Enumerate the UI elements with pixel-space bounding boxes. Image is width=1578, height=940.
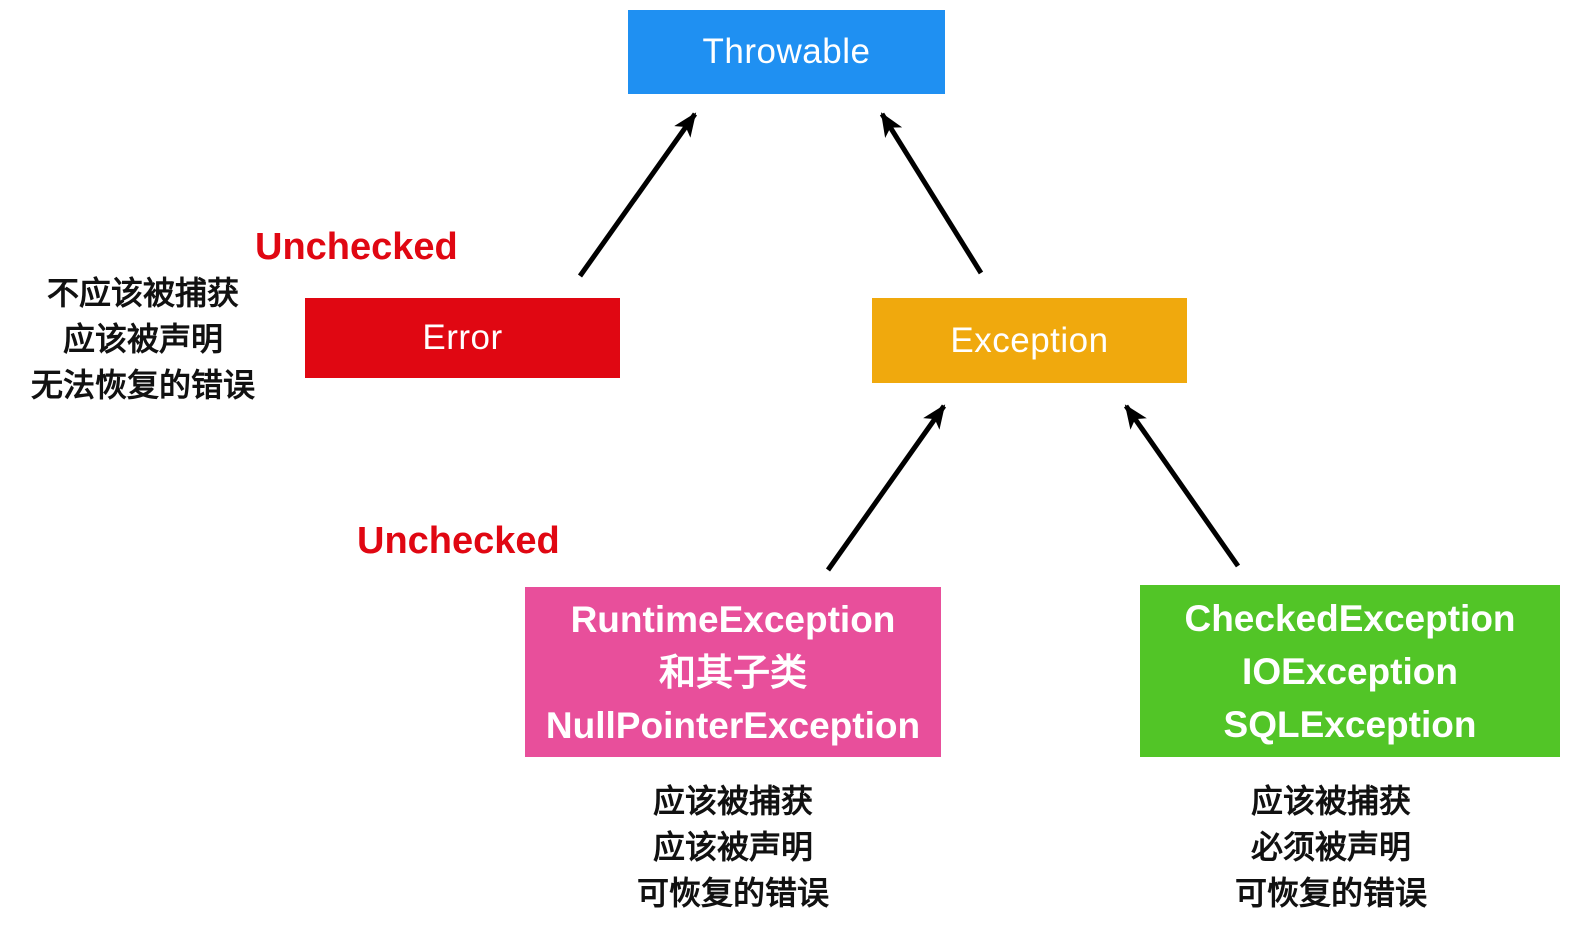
exception-label: Exception [950, 320, 1109, 360]
arrow-exception-to-throwable [879, 112, 984, 275]
checked-exception-line-3: SQLException [1223, 703, 1477, 745]
throwable-label: Throwable [702, 32, 871, 71]
checked-exception-line-1: CheckedException [1184, 597, 1516, 639]
error-notes: 不应该被捕获 应该被声明 无法恢复的错误 [18, 270, 268, 408]
error-note-line-3: 无法恢复的错误 [30, 367, 255, 403]
throwable-node: Throwable [628, 10, 945, 94]
arrow-checked-to-exception [1123, 404, 1241, 568]
error-note-line-1: 不应该被捕获 [46, 275, 239, 311]
runtime-exception-line-1: RuntimeException [570, 598, 896, 640]
exception-node: Exception [872, 298, 1187, 383]
runtime-exception-line-2: 和其子类 [659, 651, 807, 693]
error-note-line-2: 应该被声明 [62, 321, 223, 357]
unchecked-label-error: Unchecked [255, 226, 458, 268]
error-label: Error [422, 318, 503, 357]
checked-notes: 应该被捕获 必须被声明 可恢复的错误 [1171, 778, 1491, 916]
error-node: Error [305, 298, 620, 378]
runtime-exception-line-3: NullPointerException [545, 704, 921, 746]
checked-note-line-3: 可恢复的错误 [1234, 875, 1427, 911]
checked-note-line-2: 必须被声明 [1250, 829, 1411, 865]
runtime-exception-node: RuntimeException 和其子类 NullPointerExcepti… [525, 587, 941, 757]
runtime-note-line-2: 应该被声明 [652, 829, 813, 865]
arrow-runtime-to-exception [825, 404, 947, 572]
runtime-note-line-3: 可恢复的错误 [636, 875, 829, 911]
arrow-error-to-throwable [577, 112, 698, 278]
runtime-note-line-1: 应该被捕获 [652, 783, 813, 819]
runtime-notes: 应该被捕获 应该被声明 可恢复的错误 [573, 778, 893, 916]
checked-exception-node: CheckedException IOException SQLExceptio… [1140, 585, 1560, 757]
unchecked-label-runtime: Unchecked [357, 520, 560, 562]
checked-note-line-1: 应该被捕获 [1250, 783, 1411, 819]
checked-exception-line-2: IOException [1242, 650, 1458, 692]
